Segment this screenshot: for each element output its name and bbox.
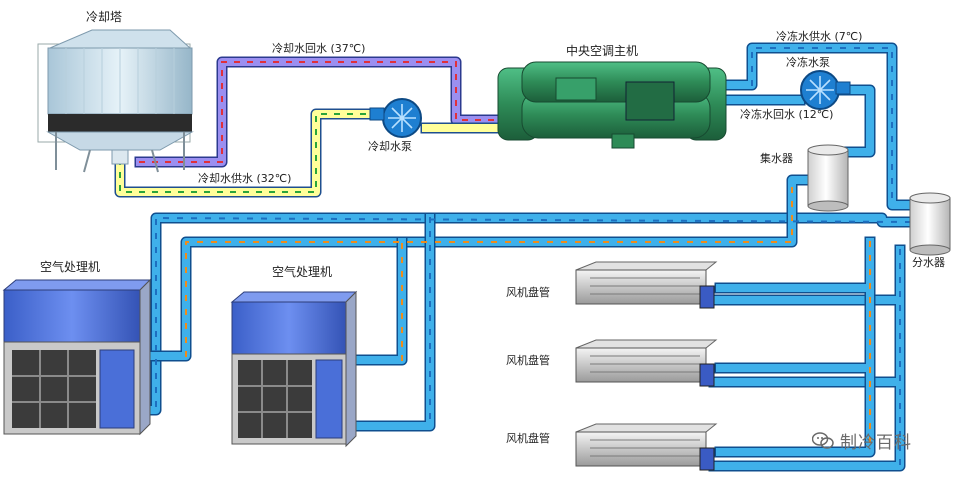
cooling-tower	[37, 29, 194, 173]
fcu-return-riser-pipe	[714, 236, 876, 458]
ahu-2-label: 空气处理机	[272, 265, 333, 279]
distributor-label: 分水器	[912, 256, 945, 269]
fan-coil-unit-2	[575, 339, 718, 387]
cooling-pump-label: 冷却水泵	[368, 140, 412, 153]
cooling-tower-label: 冷却塔	[86, 10, 123, 24]
pipe-network	[114, 42, 926, 472]
chilled-water-pump	[800, 70, 851, 110]
chilled-supply-label: 冷冻水供水 (7℃)	[776, 30, 863, 43]
fan-coil-unit-3	[575, 423, 718, 471]
fcu-3-label: 风机盘管	[506, 432, 550, 445]
watermark: 制冷百科	[812, 428, 912, 453]
ahu2-supply-pipe	[340, 212, 436, 432]
cooling-supply-label: 冷却水供水 (32℃)	[198, 172, 292, 185]
fan-coil-unit-1	[575, 261, 718, 309]
air-handling-unit-1	[2, 278, 152, 436]
chilled-return-label: 冷冻水回水 (12℃)	[740, 108, 834, 121]
watermark-text: 制冷百科	[840, 433, 912, 453]
central-chiller-unit	[497, 61, 727, 149]
ahu-1-label: 空气处理机	[40, 260, 101, 274]
fcu-2-label: 风机盘管	[506, 354, 550, 367]
chiller-label: 中央空调主机	[566, 44, 639, 58]
wechat-icon	[812, 431, 834, 449]
chilled-pump-label: 冷冻水泵	[786, 56, 830, 69]
cooling-water-pump	[369, 98, 422, 138]
air-handling-unit-2	[230, 290, 358, 448]
fcu-1-label: 风机盘管	[506, 286, 550, 299]
cooling-return-label: 冷却水回水 (37℃)	[272, 42, 366, 55]
collector-label: 集水器	[760, 152, 793, 165]
water-collector-tank	[807, 144, 849, 212]
water-distributor-tank	[909, 192, 951, 256]
